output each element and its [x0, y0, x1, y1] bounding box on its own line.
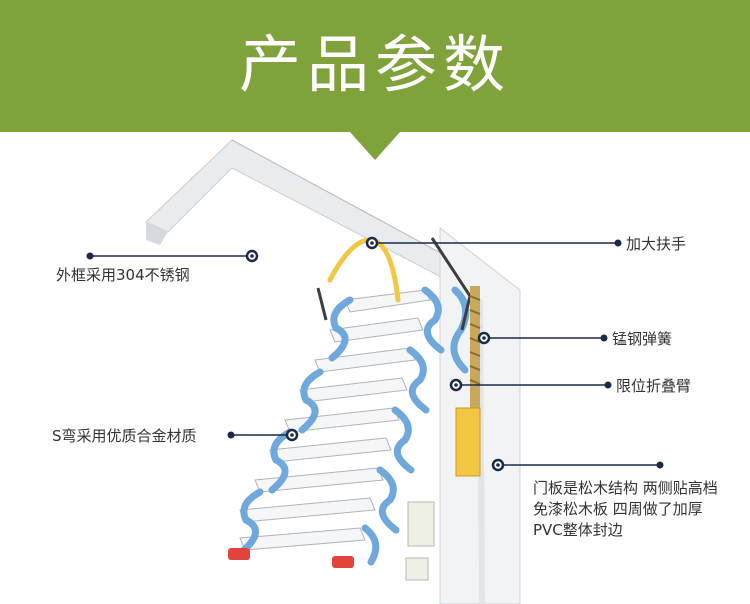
callout-arm: 限位折叠臂	[616, 377, 692, 395]
header-banner	[0, 0, 750, 160]
callout-alloy: S弯采用优质合金材质	[52, 427, 197, 445]
limit-bracket	[455, 407, 481, 477]
callout-handrail: 加大扶手	[626, 235, 687, 253]
leader-frame	[86, 249, 259, 263]
warning-sticker-2	[405, 557, 429, 581]
red-feet	[228, 548, 354, 568]
warning-sticker	[407, 501, 435, 547]
leader-handrail	[365, 236, 622, 250]
leader-arm	[449, 378, 612, 392]
leader-spring	[477, 331, 608, 345]
leader-alloy	[227, 428, 299, 442]
leader-door	[491, 458, 664, 472]
callout-door: 门板是松木结构 两侧贴高档免漆松木板 四周做了加厚PVC整体封边	[533, 479, 718, 539]
callout-frame: 外框采用304不锈钢	[56, 266, 190, 284]
callout-spring: 锰钢弹簧	[612, 330, 673, 348]
s-curve-arms	[240, 286, 470, 566]
page-title: 产品参数	[238, 28, 511, 101]
spring	[469, 286, 481, 416]
